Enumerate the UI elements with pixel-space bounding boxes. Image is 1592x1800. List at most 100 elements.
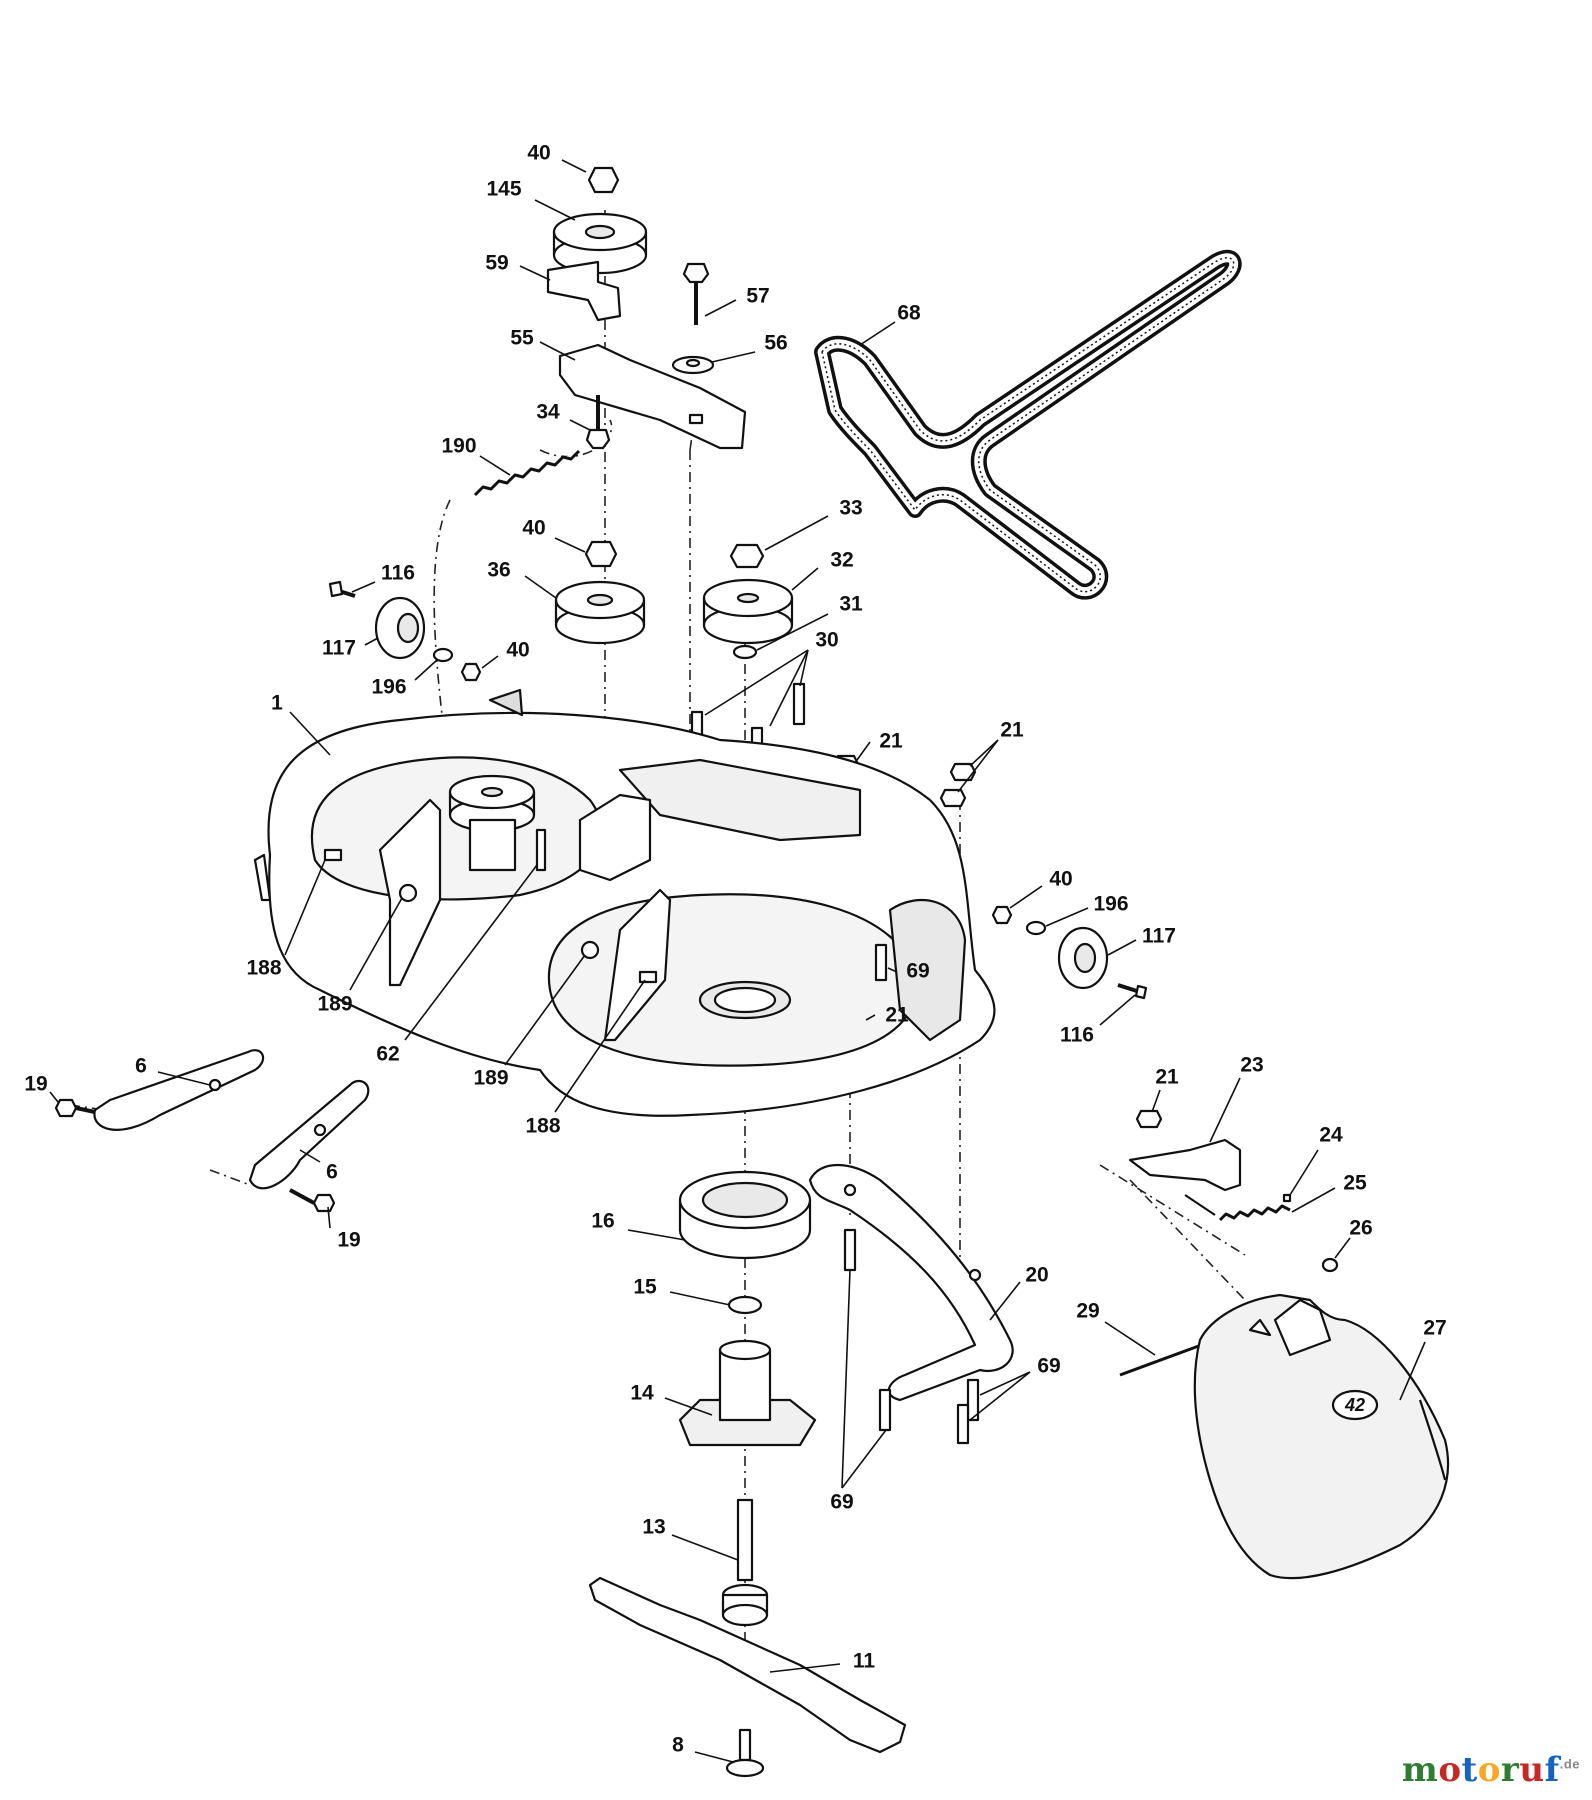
axis-line-chute-bracket bbox=[1099, 1164, 1246, 1256]
washer-31 bbox=[732, 644, 758, 660]
idler-pulley-36 bbox=[554, 540, 646, 645]
callout-24: 24 bbox=[1319, 1123, 1343, 1147]
leader-line-69 bbox=[979, 1371, 1031, 1396]
leader-line-40 bbox=[554, 537, 586, 553]
leader-line-116 bbox=[1099, 994, 1136, 1026]
callout-55: 55 bbox=[510, 326, 534, 350]
leader-line-196 bbox=[414, 659, 438, 681]
leader-line-31 bbox=[756, 613, 829, 651]
callout-21: 21 bbox=[885, 1003, 909, 1027]
bushing-188-left bbox=[323, 848, 343, 862]
leader-line-25 bbox=[1291, 1187, 1336, 1213]
arm-slot bbox=[688, 413, 704, 425]
callout-19: 19 bbox=[337, 1228, 361, 1252]
bolt-57-washer-56 bbox=[671, 262, 715, 375]
watermark-logo: motoruf.de bbox=[1402, 1750, 1580, 1790]
bolt-34 bbox=[585, 395, 611, 450]
watermark-letter: r bbox=[1500, 1750, 1520, 1790]
leader-line-40 bbox=[481, 655, 499, 669]
callout-16: 16 bbox=[591, 1209, 615, 1233]
leader-line-14 bbox=[664, 1397, 713, 1416]
callout-33: 33 bbox=[839, 496, 863, 520]
leader-line-68 bbox=[859, 321, 896, 346]
leader-line-29 bbox=[1104, 1321, 1156, 1356]
callout-196: 196 bbox=[371, 675, 407, 699]
bolts-19 bbox=[54, 1098, 336, 1213]
callout-21: 21 bbox=[1000, 718, 1024, 742]
nut-40-left bbox=[460, 662, 482, 682]
spring-25 bbox=[1184, 1194, 1291, 1222]
callout-196: 196 bbox=[1093, 892, 1129, 916]
watermark-letter: t bbox=[1461, 1750, 1478, 1790]
belt-guide-20 bbox=[808, 1163, 1014, 1402]
leader-line-24 bbox=[1289, 1149, 1319, 1196]
leader-line-196 bbox=[1045, 907, 1089, 927]
deck-spindle-pulley bbox=[448, 774, 536, 872]
callout-117: 117 bbox=[322, 636, 356, 660]
watermark-letter: f bbox=[1544, 1750, 1560, 1790]
callout-59: 59 bbox=[485, 251, 509, 275]
washer-196-left bbox=[432, 647, 454, 663]
leader-line-117 bbox=[364, 637, 379, 646]
leader-line-69 bbox=[841, 1269, 851, 1489]
leader-line-21 bbox=[865, 1014, 876, 1021]
callout-68: 68 bbox=[897, 301, 921, 325]
leader-line-69 bbox=[887, 967, 898, 973]
bushing-188-right bbox=[638, 970, 658, 984]
blade-11 bbox=[588, 1576, 907, 1754]
leader-line-188 bbox=[554, 979, 646, 1113]
watermark-letter: u bbox=[1519, 1750, 1545, 1790]
callout-32: 32 bbox=[830, 548, 854, 572]
bracket-59 bbox=[546, 260, 622, 322]
bolt-8 bbox=[725, 1728, 765, 1778]
leader-line-19 bbox=[49, 1091, 59, 1103]
idler-pulley-145 bbox=[552, 166, 648, 275]
callout-56: 56 bbox=[764, 331, 788, 355]
callout-62: 62 bbox=[376, 1042, 400, 1066]
bushing-189-left bbox=[398, 883, 418, 903]
bolt-62 bbox=[535, 828, 547, 872]
callout-31: 31 bbox=[839, 592, 863, 616]
nut-40-right bbox=[991, 905, 1013, 925]
callout-69: 69 bbox=[1037, 1354, 1061, 1378]
leader-line-32 bbox=[791, 567, 819, 591]
gauge-wheel-left bbox=[328, 580, 482, 682]
bolts-69-deck bbox=[874, 943, 888, 982]
callout-14: 14 bbox=[630, 1381, 654, 1405]
watermark-letter: o bbox=[1477, 1750, 1501, 1790]
leader-line-189 bbox=[349, 897, 403, 991]
leader-line-16 bbox=[627, 1229, 686, 1241]
leader-line-23 bbox=[1209, 1077, 1241, 1143]
callout-15: 15 bbox=[633, 1275, 657, 1299]
callout-40: 40 bbox=[522, 516, 546, 540]
leader-line-11 bbox=[769, 1663, 841, 1673]
spindle-housing-14 bbox=[678, 1339, 817, 1447]
leader-line-69 bbox=[841, 1429, 887, 1489]
leader-line-21 bbox=[969, 739, 999, 767]
callout-30: 30 bbox=[815, 628, 839, 652]
callout-13: 13 bbox=[642, 1515, 666, 1539]
callout-21: 21 bbox=[1155, 1065, 1179, 1089]
leader-line-189 bbox=[504, 954, 586, 1066]
leader-line-33 bbox=[764, 515, 829, 551]
callout-19: 19 bbox=[24, 1072, 48, 1096]
callout-27: 27 bbox=[1423, 1316, 1447, 1340]
spring-190 bbox=[473, 449, 581, 497]
leader-line-13 bbox=[671, 1534, 739, 1561]
nut-33 bbox=[729, 543, 765, 569]
leader-line-40 bbox=[561, 159, 587, 173]
callout-20: 20 bbox=[1025, 1263, 1049, 1287]
washer-26 bbox=[1321, 1257, 1339, 1273]
callout-116: 116 bbox=[381, 561, 415, 585]
callout-57: 57 bbox=[746, 284, 770, 308]
drive-belt-68 bbox=[814, 249, 1242, 600]
nut-21-chute bbox=[1135, 1109, 1163, 1129]
callout-116: 116 bbox=[1060, 1023, 1094, 1047]
callout-34: 34 bbox=[536, 400, 560, 424]
leader-line-21 bbox=[1151, 1089, 1161, 1113]
watermark-suffix: .de bbox=[1559, 1756, 1580, 1772]
callout-29: 29 bbox=[1076, 1299, 1100, 1323]
leader-line-69 bbox=[969, 1371, 1031, 1421]
axis-line-chute-spring bbox=[1129, 1179, 1246, 1301]
leader-line-56 bbox=[711, 351, 756, 363]
